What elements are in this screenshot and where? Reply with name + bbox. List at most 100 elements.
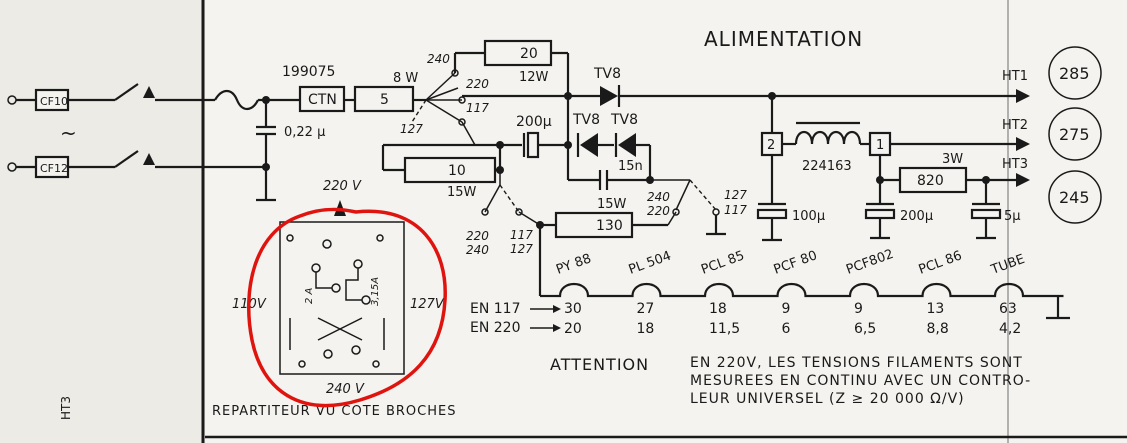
fuse-315a-label: 3,15A <box>370 277 381 306</box>
capacitor-200u: 200µ <box>516 114 552 159</box>
side-ht3-text: HT3 <box>59 396 73 420</box>
tube-volt-220-7: 4,2 <box>999 321 1021 337</box>
resistor-10ohm-watt: 15W <box>447 185 477 200</box>
tap-117: 117 <box>466 101 489 115</box>
tap-s240: 240 <box>466 243 489 257</box>
tap-t117: 117 <box>724 203 747 217</box>
filament-7 <box>991 282 1064 298</box>
tap-t127: 127 <box>724 188 747 202</box>
tap-t220: 220 <box>647 204 670 218</box>
output-ht1-value: 285 <box>1059 64 1090 83</box>
diode-tv8-top: TV8 <box>593 66 621 107</box>
node-2-label: 2 <box>767 138 775 153</box>
diagram-title: ALIMENTATION <box>704 27 863 51</box>
output-ht2-label: HT2 <box>1002 118 1028 133</box>
output-ht1-badge <box>1048 46 1102 100</box>
selector-top-label: 220 V <box>323 179 362 194</box>
resistor-130ohm-value: 130 <box>596 218 623 234</box>
selector-right-label: 127V <box>410 297 445 312</box>
tube-volt-220-5: 6,5 <box>854 321 876 337</box>
diode-tv8-top-label: TV8 <box>593 66 621 82</box>
mains-switch-1 <box>114 83 139 101</box>
tube-volt-117-7: 63 <box>999 301 1017 317</box>
tube-volt-220-3: 11,5 <box>709 321 740 337</box>
diode-tv8-b-label: TV8 <box>610 112 638 128</box>
tube-volt-117-6: 13 <box>927 301 945 317</box>
tube-volt-220-2: 18 <box>637 321 655 337</box>
output-ht2-value: 275 <box>1059 125 1090 144</box>
capacitor-15n-label: 15n <box>618 159 643 174</box>
tube-volt-220-4: 6 <box>782 321 791 337</box>
mains-input: CF10 CF12 ~ 0,22 µ <box>7 83 325 202</box>
tube-volt-220-6: 8,8 <box>927 321 949 337</box>
resistor-820ohm-watt: 3W <box>942 152 963 167</box>
tap-t240: 240 <box>647 190 670 204</box>
tube-volt-117-1: 30 <box>564 301 582 317</box>
filament-4 <box>773 282 846 298</box>
connector-cf12-label: CF12 <box>40 162 68 175</box>
ctn-ref: 199075 <box>282 64 335 80</box>
resistor-820ohm-value: 820 <box>917 173 944 189</box>
tube-volt-117-3: 18 <box>709 301 727 317</box>
diode-pair-tv8: TV8 TV8 <box>572 112 638 157</box>
choke-224163: 224163 <box>794 121 862 174</box>
output-ht1-label: HT1 <box>1002 69 1028 84</box>
connector-cf10-label: CF10 <box>40 95 68 108</box>
output-ht3-value: 245 <box>1059 188 1090 207</box>
note-line-3: LEUR UNIVERSEL (Z ≥ 20 000 Ω/V) <box>690 391 965 407</box>
voltage-selector: 2 A 3,15A 220 V 110V 127V 240 V REPARTIT… <box>212 179 456 419</box>
filament-2 <box>628 282 701 298</box>
row-label-117: EN 117 <box>470 301 521 317</box>
resistor-10ohm-value: 10 <box>448 163 466 179</box>
red-annotation-circle <box>246 207 447 408</box>
output-ht3-badge <box>1048 170 1102 224</box>
selector-caption: REPARTITEUR VU COTE BROCHES <box>212 404 456 419</box>
node-1-label: 1 <box>876 138 884 153</box>
mains-switch-2 <box>114 150 139 168</box>
resistor-130ohm-watt: 15W <box>597 197 627 212</box>
ac-symbol: ~ <box>60 121 77 145</box>
row-label-220: EN 220 <box>470 320 521 336</box>
filament-1 <box>556 282 629 298</box>
capacitor-200u-label: 200µ <box>516 114 552 130</box>
note-line-1: EN 220V, LES TENSIONS FILAMENTS SONT <box>690 355 1023 371</box>
capacitor-200u-b-label: 200µ <box>900 209 933 224</box>
resistor-5ohm-watt: 8 W <box>393 71 418 86</box>
resistor-20ohm-watt: 12W <box>519 70 549 85</box>
ctn-label: CTN <box>308 92 337 108</box>
capacitor-200u-b: 200µ <box>864 202 933 240</box>
tap-220: 220 <box>466 77 489 91</box>
resistor-20ohm: 20 12W <box>483 39 553 85</box>
input-cap-label: 0,22 µ <box>284 125 325 140</box>
resistor-820ohm: 3W 820 <box>898 152 968 194</box>
voltage-taps-primary: 240 220 117 127 <box>400 52 489 136</box>
tube-volt-117-5: 9 <box>854 301 863 317</box>
filament-6 <box>918 282 991 298</box>
capacitor-5u: 5µ <box>970 202 1021 240</box>
output-ht3-label: HT3 <box>1002 157 1028 172</box>
capacitor-100u-label: 100µ <box>792 209 825 224</box>
tube-volt-117-2: 27 <box>637 301 655 317</box>
tube-volt-220-1: 20 <box>564 321 582 337</box>
note-line-2: MESUREES EN CONTINU AVEC UN CONTRO- <box>690 373 1031 389</box>
tap-s117: 117 <box>510 228 533 242</box>
filament-5 <box>846 282 919 298</box>
tap-127: 127 <box>400 122 423 136</box>
selector-bottom-label: 240 V <box>326 382 365 397</box>
capacitor-15n: 15n <box>568 159 650 190</box>
output-ht2-badge <box>1048 107 1102 161</box>
resistor-5ohm: 8 W 5 <box>353 71 418 113</box>
fuse-2a-label: 2 A <box>304 287 315 304</box>
mains-fuse <box>214 89 259 111</box>
filament-3 <box>701 282 774 298</box>
folded-margin <box>0 0 205 443</box>
resistor-5ohm-value: 5 <box>380 92 389 108</box>
resistor-10ohm: 10 15W <box>403 156 497 200</box>
diode-tv8-a-label: TV8 <box>572 112 600 128</box>
capacitor-5u-label: 5µ <box>1004 209 1021 224</box>
tap-s127: 127 <box>510 242 533 256</box>
tap-240: 240 <box>427 52 450 66</box>
note-heading: ATTENTION <box>550 355 649 374</box>
capacitor-100u: 100µ <box>756 202 825 242</box>
